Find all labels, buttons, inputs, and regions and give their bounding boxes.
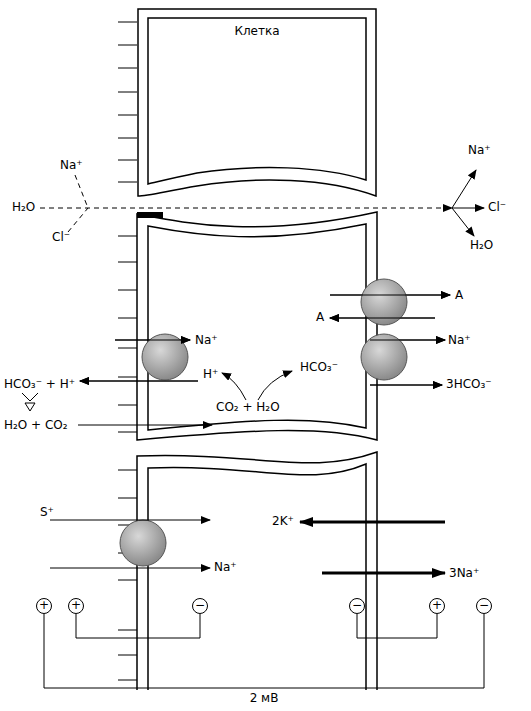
electrode-circle: − xyxy=(192,598,208,614)
arrow xyxy=(330,318,435,319)
electrode-circle: − xyxy=(476,598,492,614)
polarity-sign: + xyxy=(69,599,83,612)
cell-inner-outline xyxy=(148,224,366,430)
arrow xyxy=(78,425,212,426)
arrow xyxy=(50,568,210,569)
ion-label: CO₂ + H₂O xyxy=(216,400,280,414)
curved-arrow xyxy=(222,373,246,400)
cell-outline xyxy=(138,9,376,196)
ion-label: H₂O xyxy=(12,200,35,214)
arrow xyxy=(80,381,198,382)
dashed-line xyxy=(75,175,88,208)
cell-outline xyxy=(137,212,377,440)
ion-label: 3Na⁺ xyxy=(449,566,479,580)
cell-label: Клетка xyxy=(137,24,377,38)
polarity-sign: − xyxy=(477,599,491,612)
dashed-line xyxy=(40,208,452,209)
cell-outline xyxy=(137,452,377,690)
polarity-sign: + xyxy=(430,599,444,612)
electrode-circle: + xyxy=(36,598,52,614)
electrode-circle: − xyxy=(349,598,365,614)
arrow xyxy=(370,385,442,386)
ion-label: Na⁺ xyxy=(195,333,218,347)
curved-arrow xyxy=(258,371,292,400)
wire xyxy=(76,614,200,638)
merge-lines xyxy=(22,393,38,401)
polarity-sign: + xyxy=(37,599,51,612)
microvilli-ticks xyxy=(118,236,137,432)
arrow xyxy=(452,170,476,208)
microvilli-ticks xyxy=(118,470,137,680)
ion-label: Na⁺ xyxy=(468,143,491,157)
cell-inner-outline xyxy=(148,464,366,690)
microvilli-ticks xyxy=(118,22,137,182)
microvilli xyxy=(118,22,137,680)
arrow xyxy=(452,208,474,236)
pump-arrow xyxy=(322,572,445,575)
ion-label: HCO₃⁻ + H⁺ xyxy=(4,377,75,391)
transporter xyxy=(120,520,166,566)
electrode-circle: + xyxy=(429,598,445,614)
ion-label: 3HCO₃⁻ xyxy=(446,377,492,391)
arrow xyxy=(330,295,450,296)
ion-label: H₂O xyxy=(470,238,493,252)
transporter xyxy=(142,334,188,380)
dashed-line xyxy=(68,208,88,232)
arrow xyxy=(370,340,445,341)
arrow xyxy=(370,385,442,386)
ion-label: Na⁺ xyxy=(60,158,83,172)
cell-box: Клетка xyxy=(137,8,377,200)
ion-label: A xyxy=(316,310,324,324)
ion-label: 2K⁺ xyxy=(272,514,294,528)
ion-label: H₂O + CO₂ xyxy=(4,418,68,432)
hollow-arrow xyxy=(25,403,35,411)
voltage-label: 2 мВ xyxy=(250,691,279,705)
ion-label: Cl⁻ xyxy=(52,230,70,244)
electrode-circle: + xyxy=(68,598,84,614)
wire xyxy=(44,614,484,688)
arrow xyxy=(80,381,198,382)
ion-label: Na⁺ xyxy=(448,333,471,347)
transporter xyxy=(361,334,407,380)
cell-inner-outline xyxy=(148,18,366,184)
ion-label: HCO₃⁻ xyxy=(300,360,338,374)
arrow xyxy=(115,340,190,341)
ion-label: Cl⁻ xyxy=(488,200,506,214)
arrow xyxy=(50,520,210,521)
tight-junction xyxy=(137,212,163,218)
polarity-sign: − xyxy=(193,599,207,612)
ion-label: H⁺ xyxy=(203,367,218,381)
pump-arrow xyxy=(300,521,445,524)
polarity-sign: − xyxy=(350,599,364,612)
arrow xyxy=(330,318,435,319)
arrow xyxy=(115,340,190,341)
paracellular-path xyxy=(40,175,452,232)
arrow xyxy=(370,340,445,341)
fan-arrows xyxy=(452,170,484,236)
ion-label: S⁺ xyxy=(40,505,54,519)
arrow xyxy=(452,208,484,209)
wire xyxy=(357,614,437,638)
ion-label: A xyxy=(455,288,463,302)
ion-label: Na⁺ xyxy=(214,560,237,574)
arrow xyxy=(330,295,450,296)
